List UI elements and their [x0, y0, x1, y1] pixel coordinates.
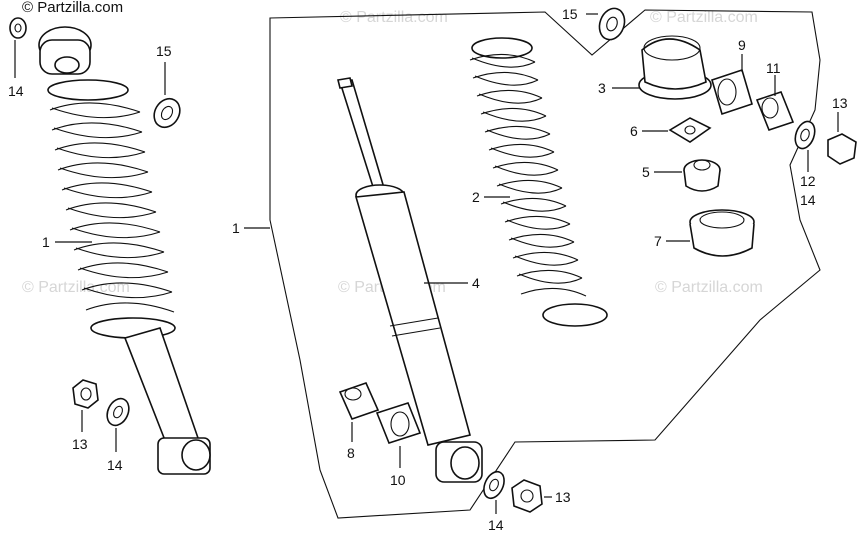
cap-nut-13-bottom: [511, 479, 543, 513]
plate-6: [668, 117, 712, 143]
label-5: 5: [642, 164, 650, 180]
watermark: © Partzilla.com: [655, 279, 763, 296]
label-12: 12: [800, 173, 816, 189]
rear-shock-absorber-assembly: [38, 26, 211, 475]
nut-5: [683, 159, 721, 192]
label-14: 14: [8, 83, 24, 99]
label-8: 8: [347, 445, 355, 461]
washer-15-top: [598, 7, 626, 41]
washer-12: [794, 120, 816, 150]
label-7: 7: [654, 233, 662, 249]
upper-mount-3: [638, 35, 712, 100]
washer-14-topleft: [9, 17, 27, 39]
label-14: 14: [107, 457, 123, 473]
label-14: 14: [800, 192, 816, 208]
washer-14-left: [106, 397, 130, 427]
collar-11: [755, 91, 795, 131]
bushing-10: [375, 402, 422, 444]
watermark: © Partzilla.com: [650, 9, 758, 26]
label-15: 15: [562, 6, 578, 22]
label-13: 13: [72, 436, 88, 452]
label-4: 4: [472, 275, 480, 291]
watermark-top: © Partzilla.com: [22, 0, 123, 16]
bushing-9: [711, 68, 753, 116]
washer-14-bottom: [483, 470, 505, 500]
watermark: © Partzilla.com: [22, 279, 130, 296]
assembly-boundary: [269, 9, 821, 519]
label-3: 3: [598, 80, 606, 96]
watermark: © Partzilla.com: [340, 9, 448, 26]
label-13: 13: [832, 95, 848, 111]
label-11: 11: [766, 60, 781, 76]
label-13: 13: [555, 489, 571, 505]
label-9: 9: [738, 37, 746, 53]
collar-8: [338, 382, 380, 420]
guide-7: [689, 209, 755, 257]
label-1: 1: [42, 234, 50, 250]
leader-lines: [14, 13, 839, 514]
cap-nut-13-left: [72, 379, 99, 409]
label-2: 2: [472, 189, 480, 205]
label-1: 1: [232, 220, 240, 236]
callout-labels: 14 15 1 13 14 1 2 4 15 3 9 11 13 6 5 7 1…: [8, 6, 848, 533]
shock-absorber-damper: [337, 77, 483, 483]
cap-nut-13-right: [827, 133, 857, 165]
label-14: 14: [488, 517, 504, 533]
label-6: 6: [630, 123, 638, 139]
label-10: 10: [390, 472, 406, 488]
label-15: 15: [156, 43, 172, 59]
washer-15-left: [153, 97, 181, 129]
shock-spring: [469, 37, 608, 327]
